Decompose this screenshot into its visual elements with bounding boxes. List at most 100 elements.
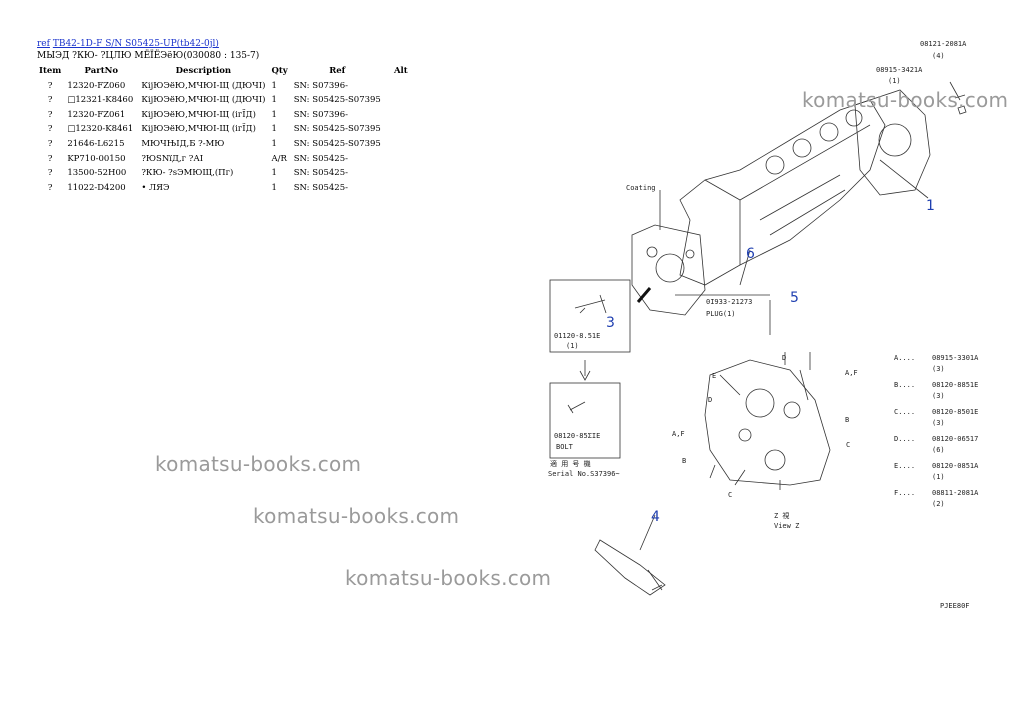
engine-block-outline — [679, 99, 886, 286]
watermark: komatsu-books.com — [253, 504, 460, 528]
legend-key: D.... — [894, 435, 915, 443]
legend-qty: (6) — [932, 446, 945, 454]
col-alt: Alt — [393, 66, 408, 76]
parts-table: Item PartNo Description Qty Ref Alt ?123… — [36, 64, 418, 195]
cell-partno: □12321-K8460 — [67, 95, 134, 106]
bolt-a-label: 01120-8.51E — [554, 332, 600, 340]
cell-item: ? — [47, 138, 53, 149]
legend-qty: (3) — [932, 392, 945, 400]
cell-alt — [384, 122, 418, 137]
cell-description: • ЛЯЭ — [141, 182, 170, 193]
detail-box-3 — [549, 279, 631, 353]
cell-partno: □12320-K8461 — [67, 124, 134, 135]
cell-partno: 12320-FZ060 — [67, 80, 126, 91]
cell-partno: KP710-00150 — [67, 153, 126, 164]
cell-qty: 1 — [271, 109, 277, 120]
cell-partno: 12320-FZ061 — [67, 109, 126, 120]
top-part-2-label: 08915-3421A — [876, 66, 923, 74]
cell-item: ? — [47, 182, 53, 193]
cell-qty: 1 — [271, 182, 277, 193]
col-qty: Qty — [271, 66, 288, 76]
legend-key: A.... — [894, 354, 915, 362]
cell-ref: SN: S07396- — [293, 80, 348, 91]
serial-label: Serial No.S37396~ — [548, 470, 620, 478]
plug-label: PLUG(1) — [706, 310, 736, 318]
cell-description: КijЮЭёЮ,МЧЮІ-Щ (ігЇД) — [141, 109, 256, 120]
legend-value: 08120-06517 — [932, 435, 978, 443]
cell-alt — [384, 181, 418, 196]
top-part-2-qty: (1) — [888, 77, 901, 85]
legend-qty: (1) — [932, 473, 945, 481]
cell-item: ? — [47, 80, 53, 91]
page-subtitle: МЫЭД ?КЮ- ?ЦЛЮ МЁЇЁЭёЮ(030080 : 135-7) — [37, 51, 260, 61]
figure-code: PJEE80F — [940, 602, 970, 610]
cell-item: ? — [47, 109, 53, 120]
watermark: komatsu-books.com — [802, 88, 1009, 112]
legend-key: B.... — [894, 381, 915, 389]
legend-key: C.... — [894, 408, 915, 416]
cell-alt — [384, 152, 418, 167]
coating-label: Coating — [626, 184, 656, 192]
cell-item: ? — [47, 168, 53, 179]
view-z-jp-label: Z 視 — [774, 511, 789, 520]
cell-ref: SN: S05425-S07395 — [293, 124, 381, 135]
cell-alt — [384, 108, 418, 123]
model-link[interactable]: TB42-1D-F S/N S05425-UP(tb42-0jl) — [52, 39, 219, 49]
tube-4-outline — [594, 539, 666, 596]
serial-jp-label: 適 用 号 機 — [550, 459, 591, 468]
cell-qty: 1 — [271, 168, 277, 179]
cell-alt — [384, 79, 418, 94]
cell-partno: 13500-52H00 — [67, 168, 127, 179]
cell-description: КijЮЭёЮ,МЧЮІ-Щ (ДЮЧІ) — [141, 80, 266, 91]
cell-description: КijЮЭёЮ,МЧЮІ-Щ (ДЮЧІ) — [141, 95, 266, 106]
callout-4: 4 — [651, 509, 660, 525]
marker-c: C — [728, 491, 732, 499]
watermark: komatsu-books.com — [345, 566, 552, 590]
bolt-b-label: BOLT — [556, 443, 574, 451]
cell-ref: SN: S05425- — [293, 168, 348, 179]
cell-qty: 1 — [271, 138, 277, 149]
cell-partno: 21646-L6215 — [67, 138, 125, 149]
header-links: ref TB42-1D-F S/N S05425-UP(tb42-0jl) — [37, 38, 219, 51]
marker-e: E — [712, 372, 716, 380]
bolt-a-qty: (1) — [566, 342, 579, 350]
col-item: Item — [39, 66, 62, 76]
marker-d: D — [782, 354, 786, 362]
cell-description: ?ЮSNїД,г ?АІ — [141, 153, 204, 164]
bolt-b-part-label: 08120-85ΣIE — [554, 432, 600, 440]
cell-item: ? — [47, 95, 53, 106]
legend-key: F.... — [894, 489, 915, 497]
cell-alt — [384, 166, 418, 181]
cell-qty: 1 — [271, 124, 277, 135]
legend-value: 08120-8851E — [932, 381, 978, 389]
cell-ref: SN: S07396- — [293, 109, 348, 120]
col-partno: PartNo — [84, 66, 119, 76]
cell-item: ? — [47, 124, 53, 135]
marker-c-right: C — [846, 441, 850, 449]
parts-diagram: 1 3 4 5 6 Coating 0I933-21273 PLUG(1) 01… — [548, 40, 979, 610]
cell-qty: A/R — [271, 153, 287, 164]
ref-link[interactable]: ref — [37, 39, 50, 49]
view-z-label: View Z — [774, 522, 799, 530]
legend-value: 08120-8501E — [932, 408, 978, 416]
legend-value: 08915-3301A — [932, 354, 979, 362]
callout-3: 3 — [606, 315, 615, 331]
cell-ref: SN: S05425- — [293, 153, 348, 164]
cell-ref: SN: S05425-S07395 — [293, 138, 381, 149]
cell-ref: SN: S05425-S07395 — [293, 95, 381, 106]
table-row: ? 12320-FZ061 КijЮЭёЮ,МЧЮІ-Щ (ігЇД) 1 SN: S0… — [36, 108, 418, 123]
col-description: Description — [175, 66, 232, 76]
legend-value: 08120-0851A — [932, 462, 979, 470]
front-plate-outline — [631, 224, 706, 316]
cell-alt — [384, 93, 418, 108]
legend-qty: (2) — [932, 500, 945, 508]
cell-ref: SN: S05425- — [293, 182, 348, 193]
marker-b-right: B — [845, 416, 849, 424]
legend-key: E.... — [894, 462, 915, 470]
